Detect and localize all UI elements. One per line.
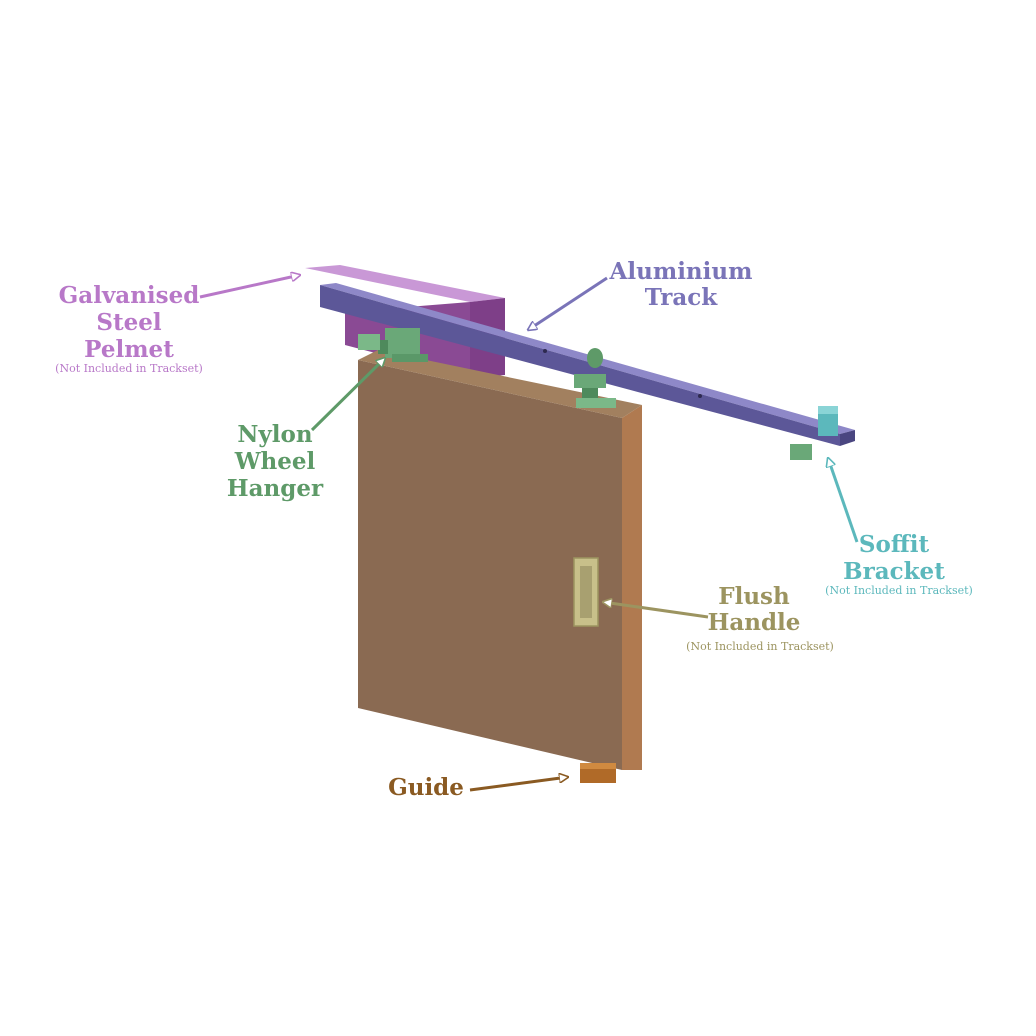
soffit-note: (Not Included in Trackset) [825, 584, 973, 597]
guide-label-line-1: Guide [388, 774, 464, 801]
pelmet-note: (Not Included in Trackset) [55, 362, 203, 375]
guide-label: Guide [388, 774, 464, 801]
guide-part [580, 763, 616, 783]
guide-arrow [469, 777, 568, 792]
handle-arrow [603, 602, 709, 619]
track-label-line-1: Aluminium [609, 258, 753, 285]
soffit-label: Soffit Bracket (Not Included in Trackset… [825, 531, 973, 597]
hanger-label-line-3: Hanger [227, 475, 324, 502]
wheel-hanger-right [574, 348, 616, 408]
flush-handle-part [573, 557, 599, 627]
hanger-arrow [310, 358, 385, 432]
pelmet-label-line-1: Galvanised [59, 282, 200, 309]
pelmet-label: Galvanised Steel Pelmet (Not Included in… [55, 282, 203, 375]
wheel-hanger-left [358, 328, 428, 362]
handle-label: Flush Handle (Not Included in Trackset) [686, 583, 834, 653]
handle-label-line-1: Flush [718, 583, 790, 610]
hanger-label-line-2: Wheel [234, 448, 316, 475]
soffit-label-line-1: Soffit [859, 531, 930, 558]
handle-label-line-2: Handle [708, 609, 801, 636]
soffit-label-line-2: Bracket [843, 558, 945, 585]
door-panel [358, 350, 642, 770]
pelmet-label-line-2: Steel [96, 309, 162, 336]
pelmet-arrow [199, 275, 300, 299]
soffit-arrow [828, 458, 859, 543]
pelmet-label-line-3: Pelmet [84, 336, 174, 363]
handle-note: (Not Included in Trackset) [686, 640, 834, 653]
soffit-bracket-part [790, 406, 838, 460]
hanger-label: Nylon Wheel Hanger [227, 421, 324, 502]
track-arrow [528, 276, 608, 330]
track-label: Aluminium Track [609, 258, 753, 311]
hanger-label-line-1: Nylon [237, 421, 312, 448]
track-label-line-2: Track [645, 284, 718, 311]
